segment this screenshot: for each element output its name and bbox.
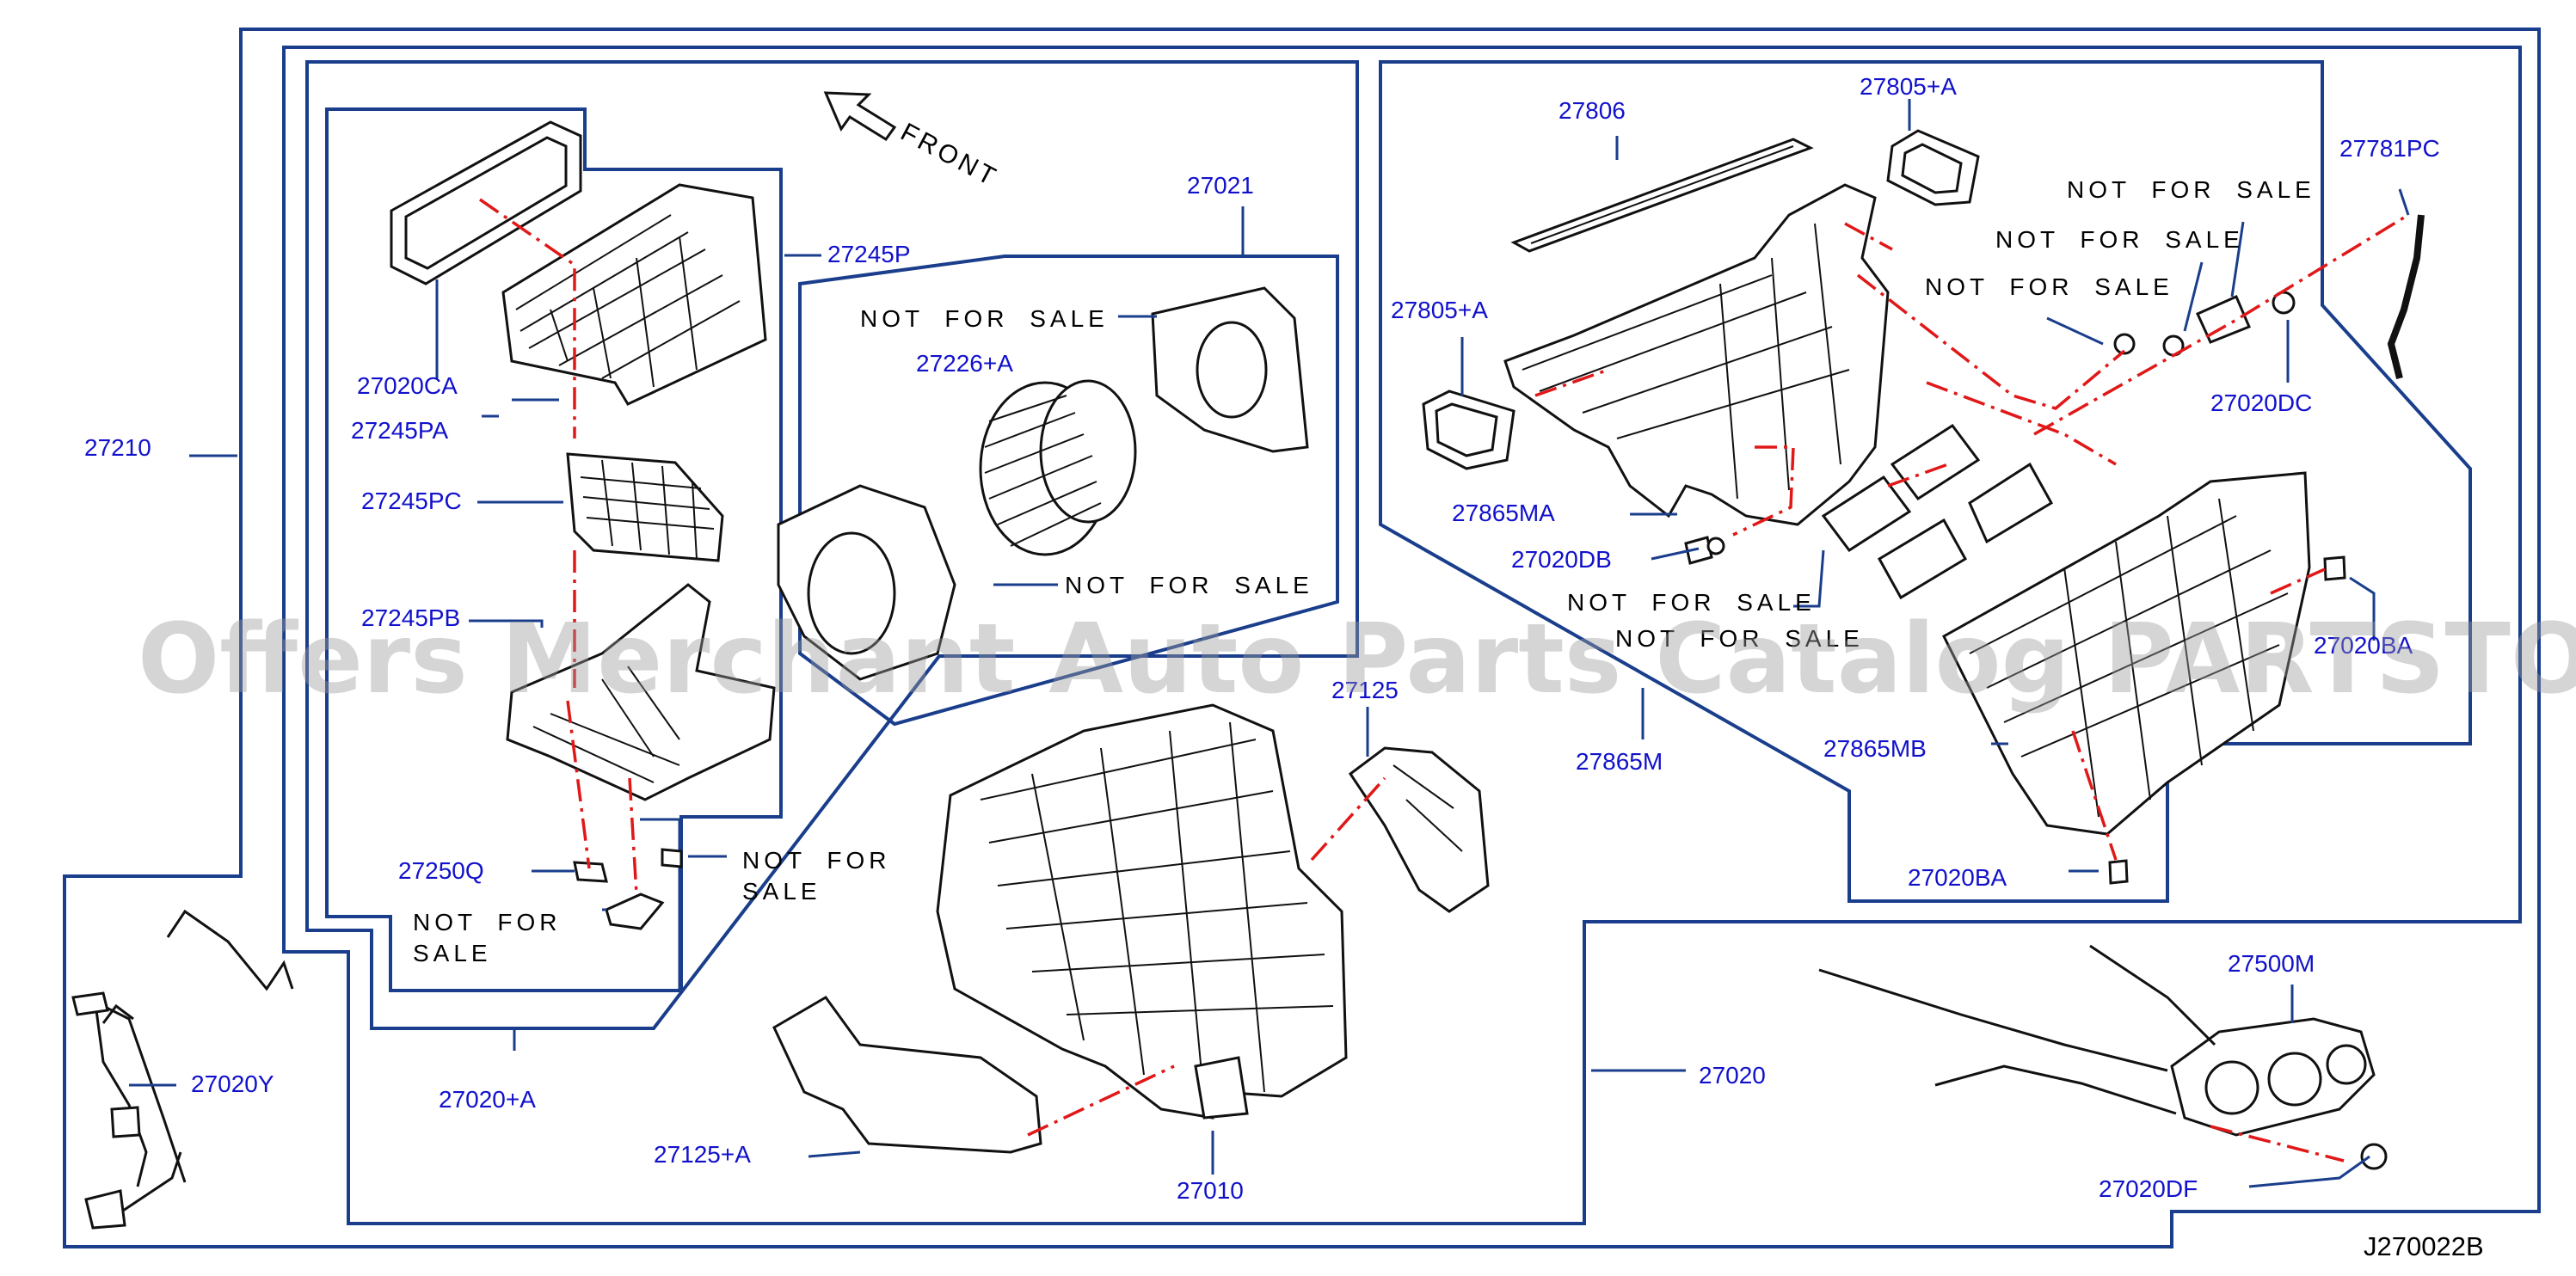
part-27806	[1510, 138, 1814, 253]
callout-27245PA[interactable]: 27245PA	[351, 417, 448, 444]
part-27125A	[772, 996, 1042, 1154]
callout-labels: 27210 27020CA 27245PA 27245P 27245PC 272…	[84, 73, 2440, 1204]
callout-27865MB[interactable]: 27865MB	[1823, 735, 1927, 762]
part-27245P	[501, 183, 767, 406]
callout-27226A[interactable]: 27226+A	[916, 350, 1013, 377]
nfs-note-lower-line1: NOT FOR	[413, 909, 561, 936]
part-27021-housing	[777, 286, 1309, 681]
callout-27020DB[interactable]: 27020DB	[1511, 546, 1612, 573]
callout-27010[interactable]: 27010	[1177, 1177, 1244, 1204]
part-27805A-top	[1886, 129, 1980, 206]
callout-27020DF[interactable]: 27020DF	[2099, 1175, 2198, 1202]
callout-27020BA-bottom[interactable]: 27020BA	[1908, 864, 2007, 891]
part-clip-nfs	[605, 848, 683, 930]
part-27226-blower	[979, 379, 1137, 556]
callout-27865M[interactable]: 27865M	[1576, 748, 1663, 775]
callout-27020DC[interactable]: 27020DC	[2210, 390, 2312, 416]
callout-27245PB[interactable]: 27245PB	[361, 604, 460, 631]
part-27010	[936, 703, 1348, 1120]
callout-27020[interactable]: 27020	[1699, 1062, 1766, 1089]
frame-27020	[282, 46, 2522, 1225]
frame-27210	[63, 28, 2541, 1248]
part-doors	[1821, 423, 2054, 600]
not-for-sale-notes: NOT FOR SALE NOT FOR SALE NOT FOR SALE N…	[413, 176, 2315, 966]
assembly-lines	[479, 198, 2409, 1163]
callout-27020CA[interactable]: 27020CA	[357, 372, 458, 399]
part-27781PC	[2387, 214, 2425, 379]
part-27250Q	[573, 861, 608, 883]
nfs-note-clip-line1: NOT FOR	[742, 847, 890, 874]
callout-27500M[interactable]: 27500M	[2228, 950, 2315, 977]
part-27125	[1348, 746, 1490, 913]
nfs-note-e: NOT FOR SALE	[1615, 625, 1864, 652]
leader-lines	[129, 99, 2410, 1188]
part-27020DC	[1706, 291, 2346, 885]
callout-27245P[interactable]: 27245P	[827, 241, 911, 267]
part-27865MB	[1942, 471, 2311, 836]
nfs-note-27021-bottom: NOT FOR SALE	[1065, 572, 1313, 598]
frame-27245P	[325, 107, 783, 992]
frame-27020A	[305, 60, 1359, 1030]
callout-27250Q[interactable]: 27250Q	[398, 857, 484, 884]
part-27865-case	[1503, 183, 1890, 526]
nfs-note-27021-top: NOT FOR SALE	[860, 305, 1109, 332]
part-27865MA	[1684, 536, 1713, 565]
callout-27865MA[interactable]: 27865MA	[1452, 500, 1555, 526]
part-27805A-left	[1422, 390, 1515, 470]
callout-27805A-top[interactable]: 27805+A	[1860, 73, 1957, 100]
nfs-note-b: NOT FOR SALE	[1995, 226, 2244, 253]
watermark: Offers Merchant Auto Parts Catalog PARTS…	[138, 604, 2576, 715]
part-27500M	[1818, 944, 2388, 1170]
figure-id: J270022B	[2364, 1231, 2484, 1261]
part-27020Y	[71, 909, 294, 1230]
nfs-note-c: NOT FOR SALE	[1925, 273, 2173, 300]
callout-27020A[interactable]: 27020+A	[439, 1086, 536, 1113]
callout-27125[interactable]: 27125	[1331, 677, 1399, 703]
nfs-note-clip-line2: SALE	[742, 878, 821, 905]
callout-27245PC[interactable]: 27245PC	[361, 488, 462, 514]
front-label: FRONT	[896, 118, 1003, 193]
callout-27125A[interactable]: 27125+A	[654, 1141, 751, 1168]
nfs-note-lower-line2: SALE	[413, 940, 492, 966]
callout-27020BA-right[interactable]: 27020BA	[2314, 632, 2413, 659]
callout-27021[interactable]: 27021	[1187, 172, 1254, 199]
nfs-note-a: NOT FOR SALE	[2067, 176, 2315, 203]
part-27245PC	[566, 452, 724, 562]
front-arrow: FRONT	[823, 91, 1003, 193]
callout-27806[interactable]: 27806	[1559, 97, 1626, 124]
callout-27781PC[interactable]: 27781PC	[2339, 135, 2440, 162]
callout-27020Y[interactable]: 27020Y	[191, 1070, 274, 1097]
frame-27021	[798, 255, 1339, 727]
nfs-note-d: NOT FOR SALE	[1567, 589, 1816, 616]
callout-27210[interactable]: 27210	[84, 434, 151, 461]
callout-27805A-left[interactable]: 27805+A	[1391, 297, 1488, 323]
nfs-small-box	[640, 818, 681, 989]
